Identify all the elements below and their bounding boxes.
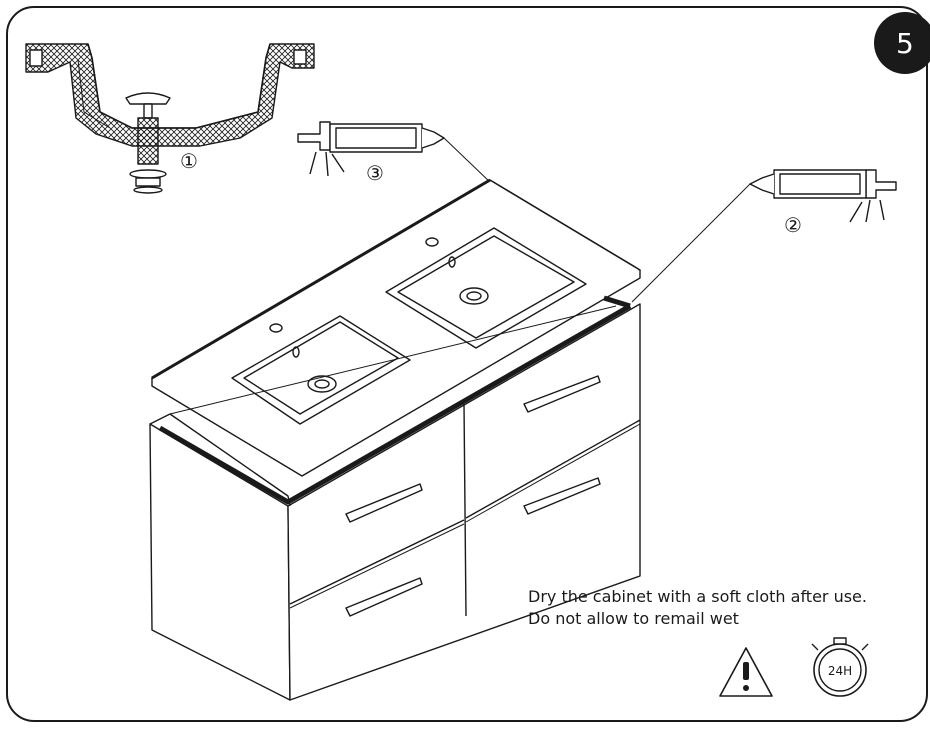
care-note: Dry the cabinet with a soft cloth after … xyxy=(528,586,867,630)
sink-cross-section xyxy=(25,43,315,147)
sealant-gun-right xyxy=(631,169,897,303)
care-note-line-2: Do not allow to remail wet xyxy=(528,609,739,628)
callout-sealant-left: ③ xyxy=(366,161,384,185)
care-note-line-1: Dry the cabinet with a soft cloth after … xyxy=(528,587,867,606)
sealant-gun-left xyxy=(297,121,493,185)
warning-triangle-icon xyxy=(719,647,773,697)
timer-label: 24H xyxy=(828,664,852,678)
stopwatch-24h-icon xyxy=(811,637,869,697)
callout-drain: ① xyxy=(180,149,198,173)
callout-sealant-right: ② xyxy=(784,213,802,237)
instruction-frame xyxy=(6,6,928,722)
step-number: 5 xyxy=(896,26,914,60)
step-number-badge: 5 xyxy=(874,12,930,74)
drain-plug xyxy=(125,92,171,194)
cabinet xyxy=(149,295,641,701)
vanity-top xyxy=(151,178,641,477)
